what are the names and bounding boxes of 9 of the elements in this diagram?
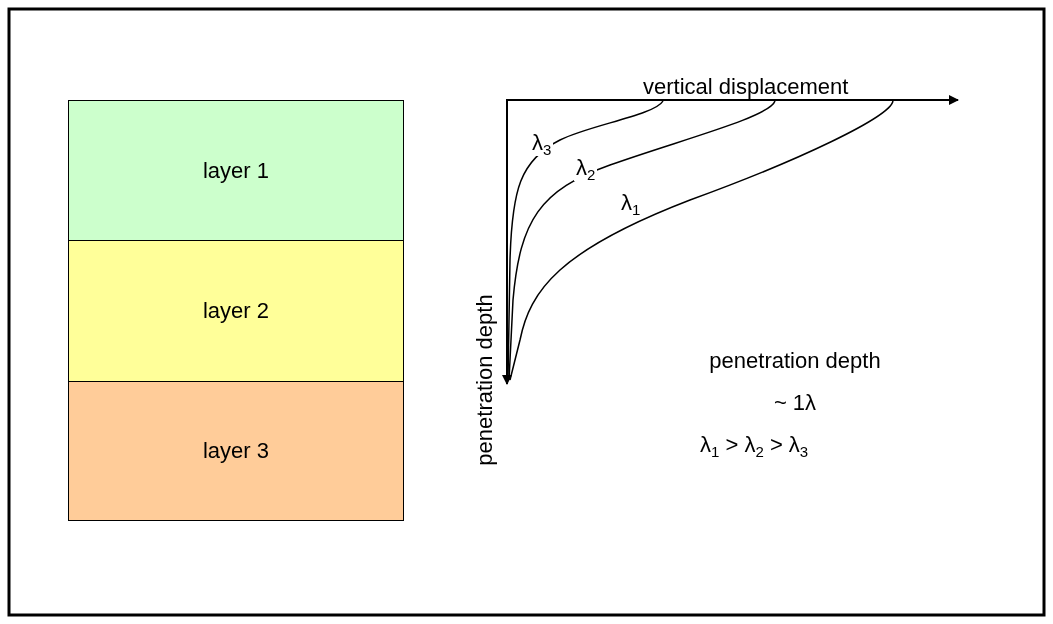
layer-box	[68, 381, 404, 521]
layer-label: layer 3	[202, 438, 269, 464]
layer-label: layer 1	[202, 157, 269, 184]
layer-box	[68, 100, 404, 241]
inequality-text: λ$_{1}$ > λ$_{2}$ > λ$_{3}$	[700, 432, 809, 458]
axis-label: penetration depth	[472, 294, 498, 466]
layer-label: layer 2	[202, 298, 269, 324]
layer-box	[68, 240, 404, 382]
axis-label: vertical displacement	[643, 74, 849, 100]
